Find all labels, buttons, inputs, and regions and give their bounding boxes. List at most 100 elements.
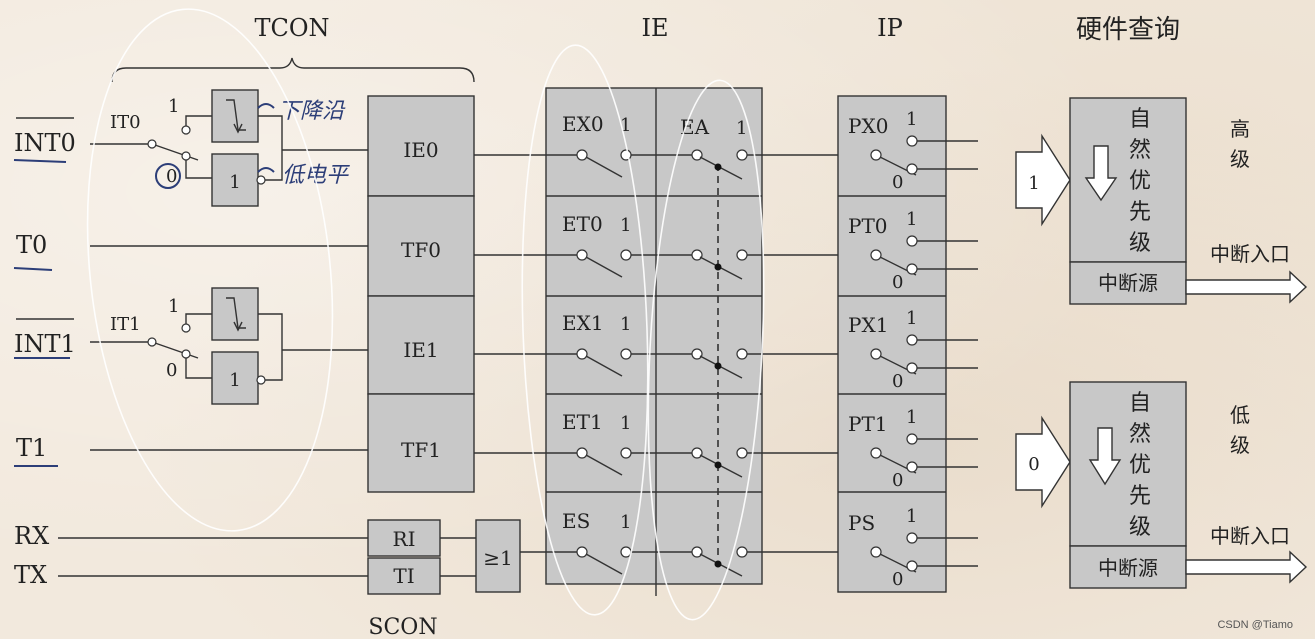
flag-ie0-box xyxy=(367,95,475,197)
ea-switch-contact xyxy=(736,149,748,161)
low-level-label: 低级 xyxy=(1230,403,1250,457)
or-gate-box xyxy=(475,519,521,593)
level-box-1-label: 1 xyxy=(229,370,240,391)
ea-switch-pivot xyxy=(691,348,703,360)
input-int0: INT0 xyxy=(14,129,76,157)
ea-link-node xyxy=(714,263,722,271)
ie-bit-one: 1 xyxy=(620,512,631,533)
input-int1: INT1 xyxy=(14,330,76,358)
ea-link-node xyxy=(714,461,722,469)
ip-bit-one: 1 xyxy=(906,407,917,428)
flag-tf1: TF1 xyxy=(401,438,441,462)
input-rx: RX xyxy=(14,522,49,550)
header-tcon: TCON xyxy=(254,14,329,42)
flag-ie1-box xyxy=(367,295,475,395)
ie-switch-pivot xyxy=(576,348,588,360)
it1-zero: 0 xyxy=(166,360,177,381)
ip-switch-pivot xyxy=(870,447,882,459)
ip-contact-1 xyxy=(906,334,918,346)
ie-switch-pivot xyxy=(576,249,588,261)
high-priority-arrow-icon xyxy=(1015,133,1071,227)
ie-bit-ex0: EX0 xyxy=(562,112,604,136)
level-box-0-label: 1 xyxy=(229,172,240,193)
it1-contact-1 xyxy=(181,323,191,333)
high-level-label: 高级 xyxy=(1230,117,1250,171)
ip-register-panel xyxy=(837,95,947,593)
falling-edge-box-1 xyxy=(211,287,259,341)
flag-ie1: IE1 xyxy=(403,338,438,362)
falling-edge-icon xyxy=(226,99,246,131)
flag-tf0-box xyxy=(367,195,475,297)
low-source-label: 中断源 xyxy=(1098,556,1158,580)
ip-contact-1 xyxy=(906,135,918,147)
it0-zero: 0 xyxy=(166,166,177,187)
high-entry-label: 中断入口 xyxy=(1210,242,1290,266)
ie-switch-contact xyxy=(620,348,632,360)
level-box-1 xyxy=(211,351,259,405)
ie-bit-et1: ET1 xyxy=(562,410,603,434)
ie-switch-arm xyxy=(585,355,623,377)
int1-switch-pivot xyxy=(147,337,157,347)
tcon-brace xyxy=(111,57,475,83)
ie-switch-contact xyxy=(620,447,632,459)
ie-bit-es: ES xyxy=(562,509,590,533)
ip-bit-pt1: PT1 xyxy=(848,412,888,436)
ink-oval-tcon xyxy=(86,8,334,532)
ie-switch-arm xyxy=(585,156,623,178)
it0-switch-arm xyxy=(154,144,199,161)
low-source-box xyxy=(1069,545,1187,589)
input-tx: TX xyxy=(14,561,47,589)
ea-switch-contact xyxy=(736,447,748,459)
ink-underline-int0 xyxy=(13,159,67,163)
watermark: CSDN @Tiamo xyxy=(1217,619,1293,631)
ie-bit-ex1: EX1 xyxy=(562,311,604,335)
high-entry-arrow-icon xyxy=(1185,270,1308,304)
ip-bit-ps: PS xyxy=(848,511,875,535)
ip-contact-1 xyxy=(906,433,918,445)
scon-ti: TI xyxy=(393,564,414,588)
ie-switch-arm xyxy=(585,553,623,575)
ea-switch-contact xyxy=(736,546,748,558)
it1-branch-lines xyxy=(185,313,212,379)
ie-switch-contact xyxy=(620,249,632,261)
ip-bit-pt0: PT0 xyxy=(848,214,888,238)
ip-switch-pivot xyxy=(870,546,882,558)
ip-bit-px0: PX0 xyxy=(848,114,888,138)
ink-oval-ie-left xyxy=(521,44,649,616)
falling-edge-box-0 xyxy=(211,89,259,143)
scon-ti-box xyxy=(367,557,441,595)
ink-pointer-2 xyxy=(257,167,275,173)
ie-switch-contact xyxy=(620,546,632,558)
falling-edge-arrow-icon xyxy=(233,123,243,134)
ie-switch-arm xyxy=(585,256,623,278)
ip-bit-zero: 0 xyxy=(892,371,903,392)
ip-bit-zero: 0 xyxy=(892,172,903,193)
ink-underline-t0 xyxy=(13,267,53,271)
ie-bit-one: 1 xyxy=(620,314,631,335)
it1-one: 1 xyxy=(168,296,179,317)
falling-edge-icon-1 xyxy=(226,297,246,329)
it0-contact-1 xyxy=(181,125,191,135)
ea-link-node xyxy=(714,560,722,568)
high-down-arrow-icon xyxy=(1084,145,1118,202)
it0-branch-lines xyxy=(185,115,212,179)
it1-contact-0 xyxy=(181,349,191,359)
ie-switch-pivot xyxy=(576,447,588,459)
ink-pointer-1 xyxy=(257,103,275,109)
handwritten-annotations xyxy=(13,103,275,467)
it1-switch-arm xyxy=(154,342,199,359)
ip-bit-one: 1 xyxy=(906,308,917,329)
ip-contact-0 xyxy=(906,461,918,473)
ie-ea-label: EA xyxy=(680,115,710,139)
high-arrow-label: 1 xyxy=(1028,173,1039,194)
ea-switch-pivot xyxy=(691,447,703,459)
it0-one: 1 xyxy=(168,96,179,117)
ea-switch-pivot xyxy=(691,149,703,161)
ea-link-node xyxy=(714,362,722,370)
ie-bit-et0: ET0 xyxy=(562,212,603,236)
ie-bit-one: 1 xyxy=(620,115,631,136)
ea-switch-pivot xyxy=(691,546,703,558)
